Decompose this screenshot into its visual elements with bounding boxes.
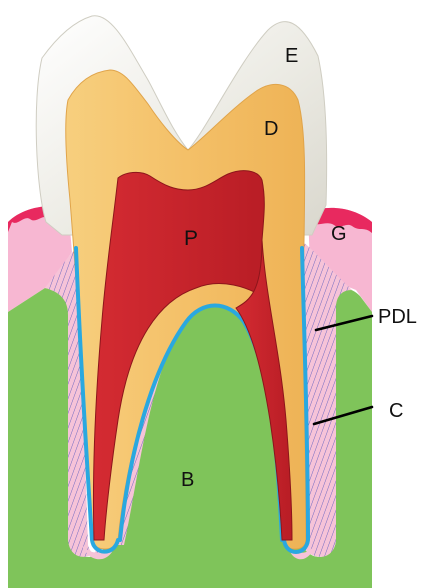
label-enamel: E bbox=[285, 45, 298, 67]
label-pulp: P bbox=[184, 227, 198, 250]
label-bone: B bbox=[181, 469, 194, 491]
label-gingiva: G bbox=[331, 223, 347, 245]
label-periodontal-ligament: PDL bbox=[378, 306, 417, 328]
label-dentin: D bbox=[264, 118, 278, 140]
label-cementum: C bbox=[389, 400, 403, 422]
